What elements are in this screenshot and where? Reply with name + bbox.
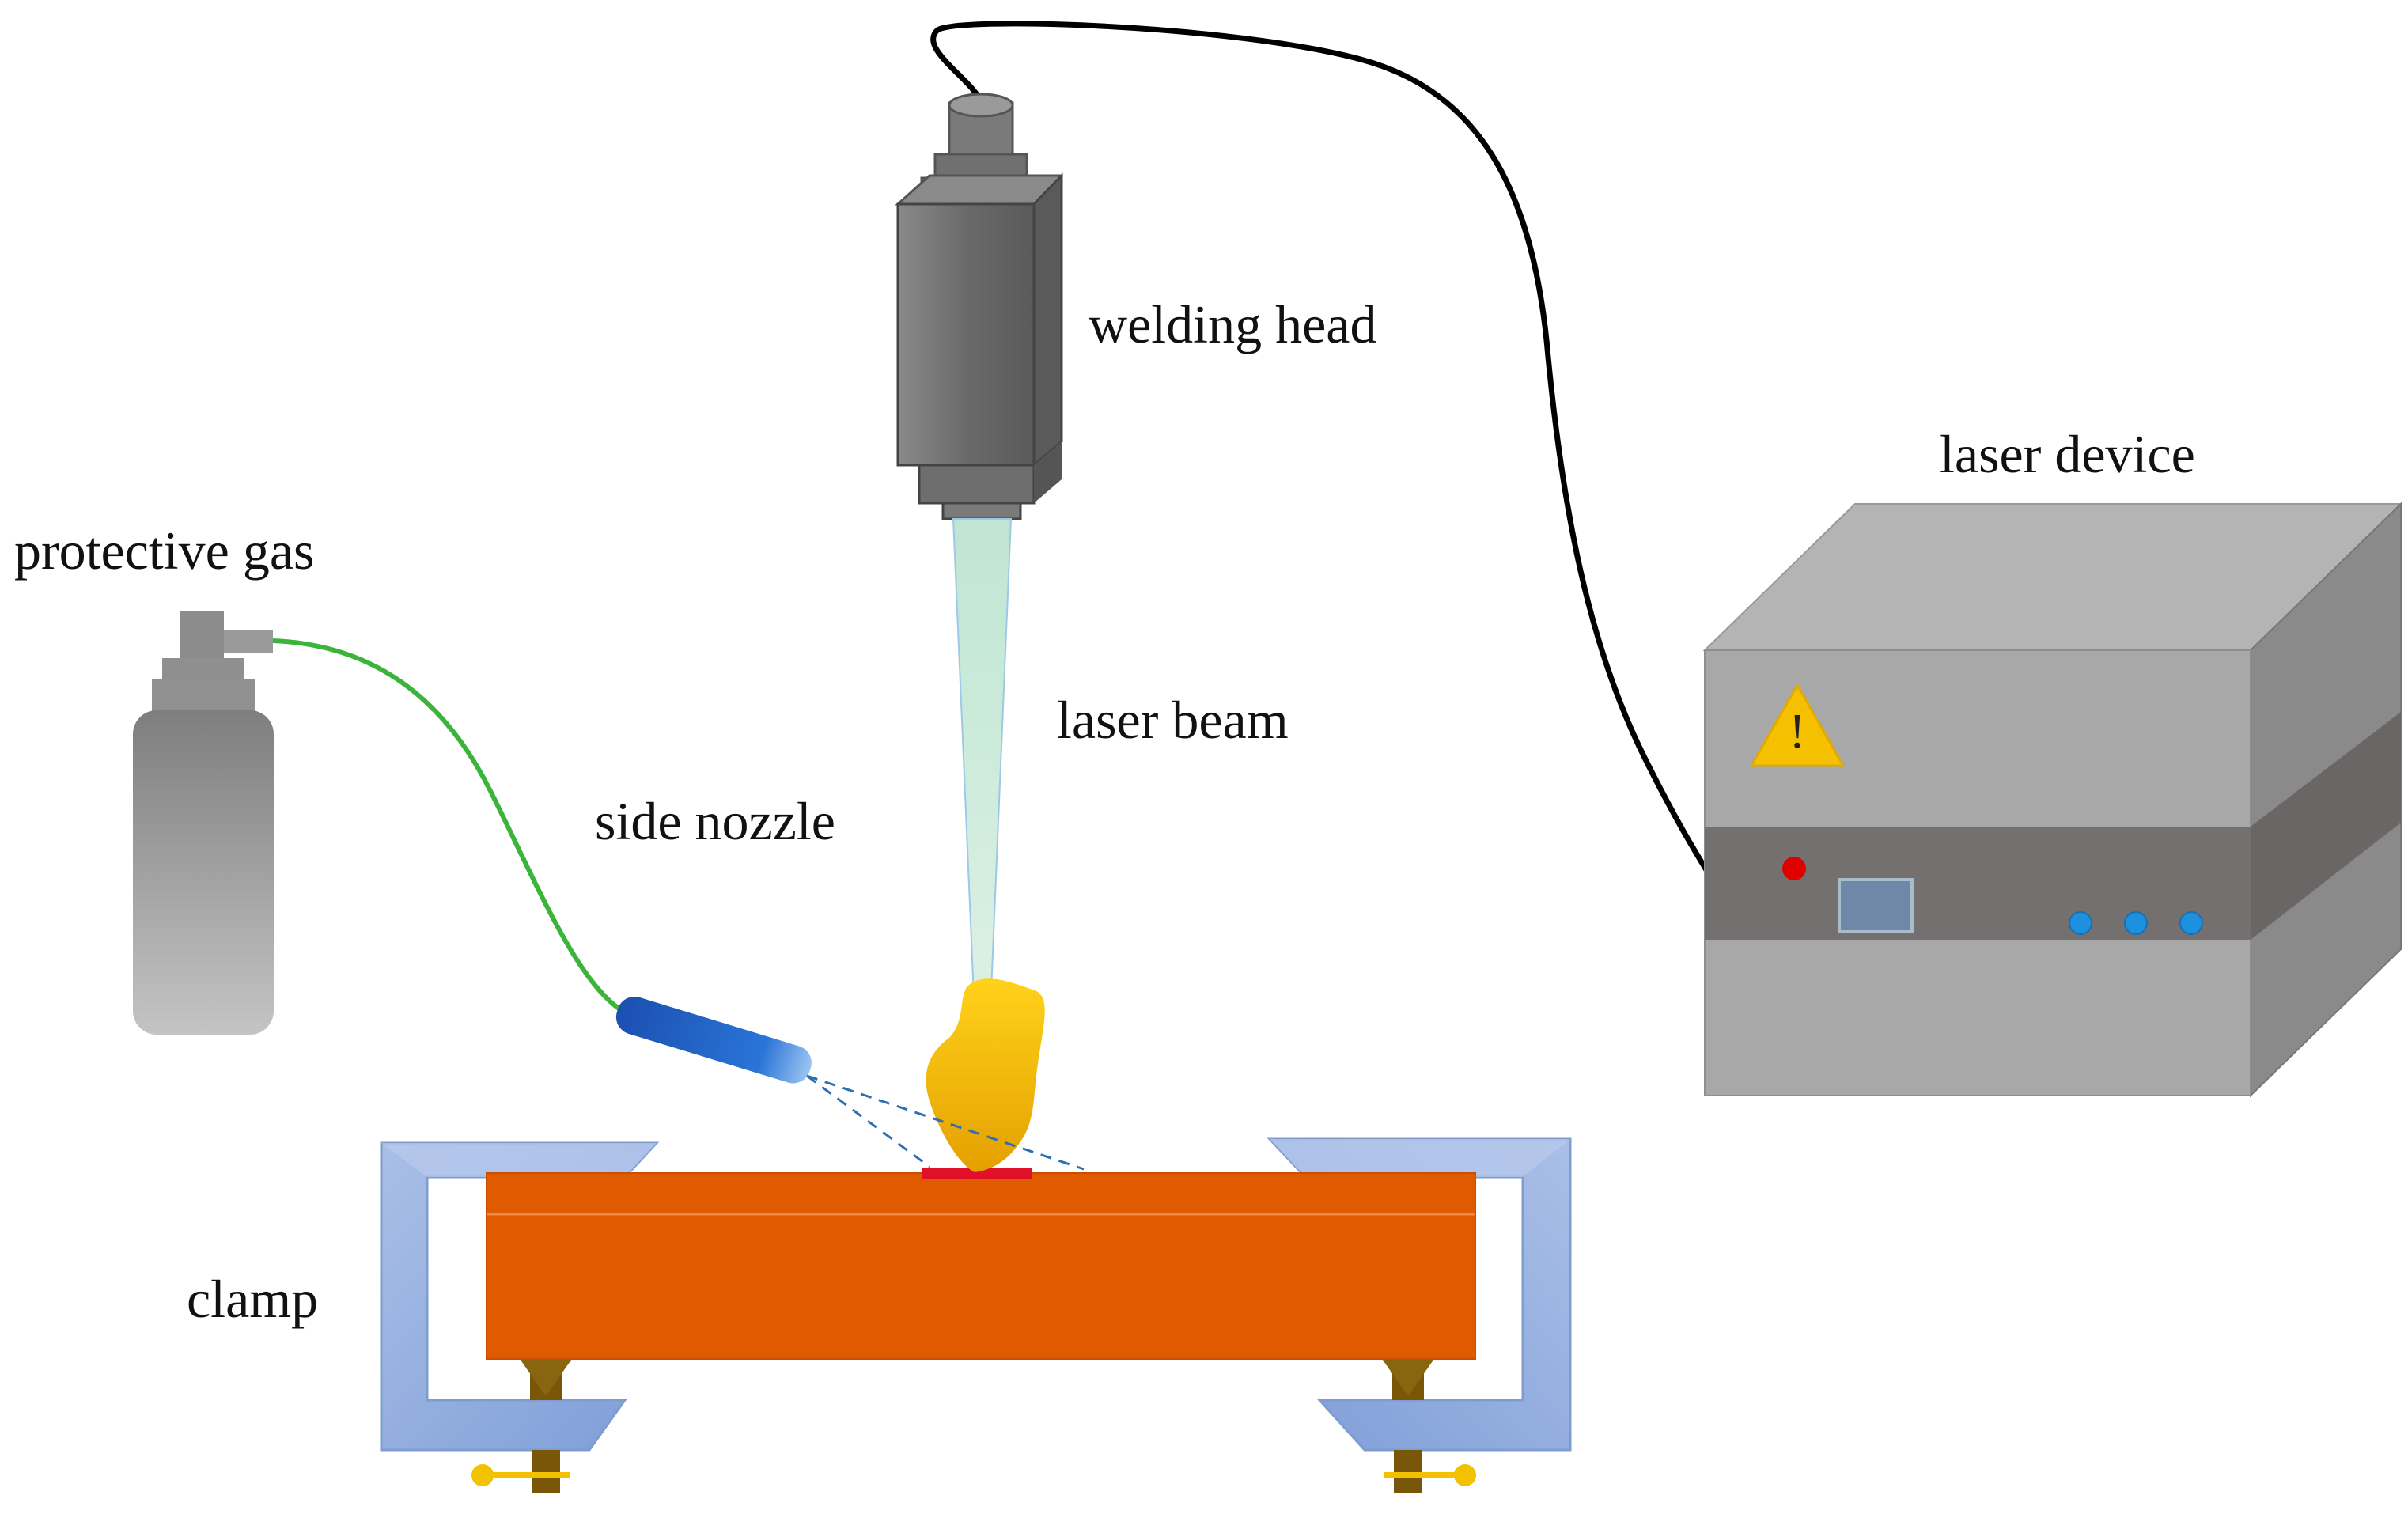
laser-device [1702,502,2403,1098]
welding-head [895,93,1063,520]
gas-hose [272,638,627,1015]
button-icon[interactable] [2179,911,2203,935]
label-laser-beam: laser beam [1057,690,1289,750]
label-clamp: clamp [187,1269,319,1329]
laser-beam [952,518,1013,1199]
button-icon[interactable] [2124,911,2148,935]
clamp-left [380,1141,660,1493]
label-protective-gas: protective gas [14,520,315,581]
warning-exclamation: ! [1789,705,1806,759]
gas-stream [806,1074,1085,1171]
fiber-cable [930,21,1713,878]
warning-triangle-icon [1749,682,1846,767]
indicator-light-icon [1782,857,1806,880]
label-welding-head: welding head [1089,294,1377,354]
clamp-right [1266,1137,1572,1493]
button-icon[interactable] [2069,911,2092,935]
plasma-plume [926,978,1045,1172]
workpiece [486,1172,1476,1360]
label-laser-device: laser device [1940,424,2195,484]
weld-seam [922,1168,1032,1179]
label-side-nozzle: side nozzle [595,791,835,851]
gas-cylinder [133,611,274,1035]
side-nozzle [615,996,812,1084]
control-screen-icon [1838,878,1914,933]
